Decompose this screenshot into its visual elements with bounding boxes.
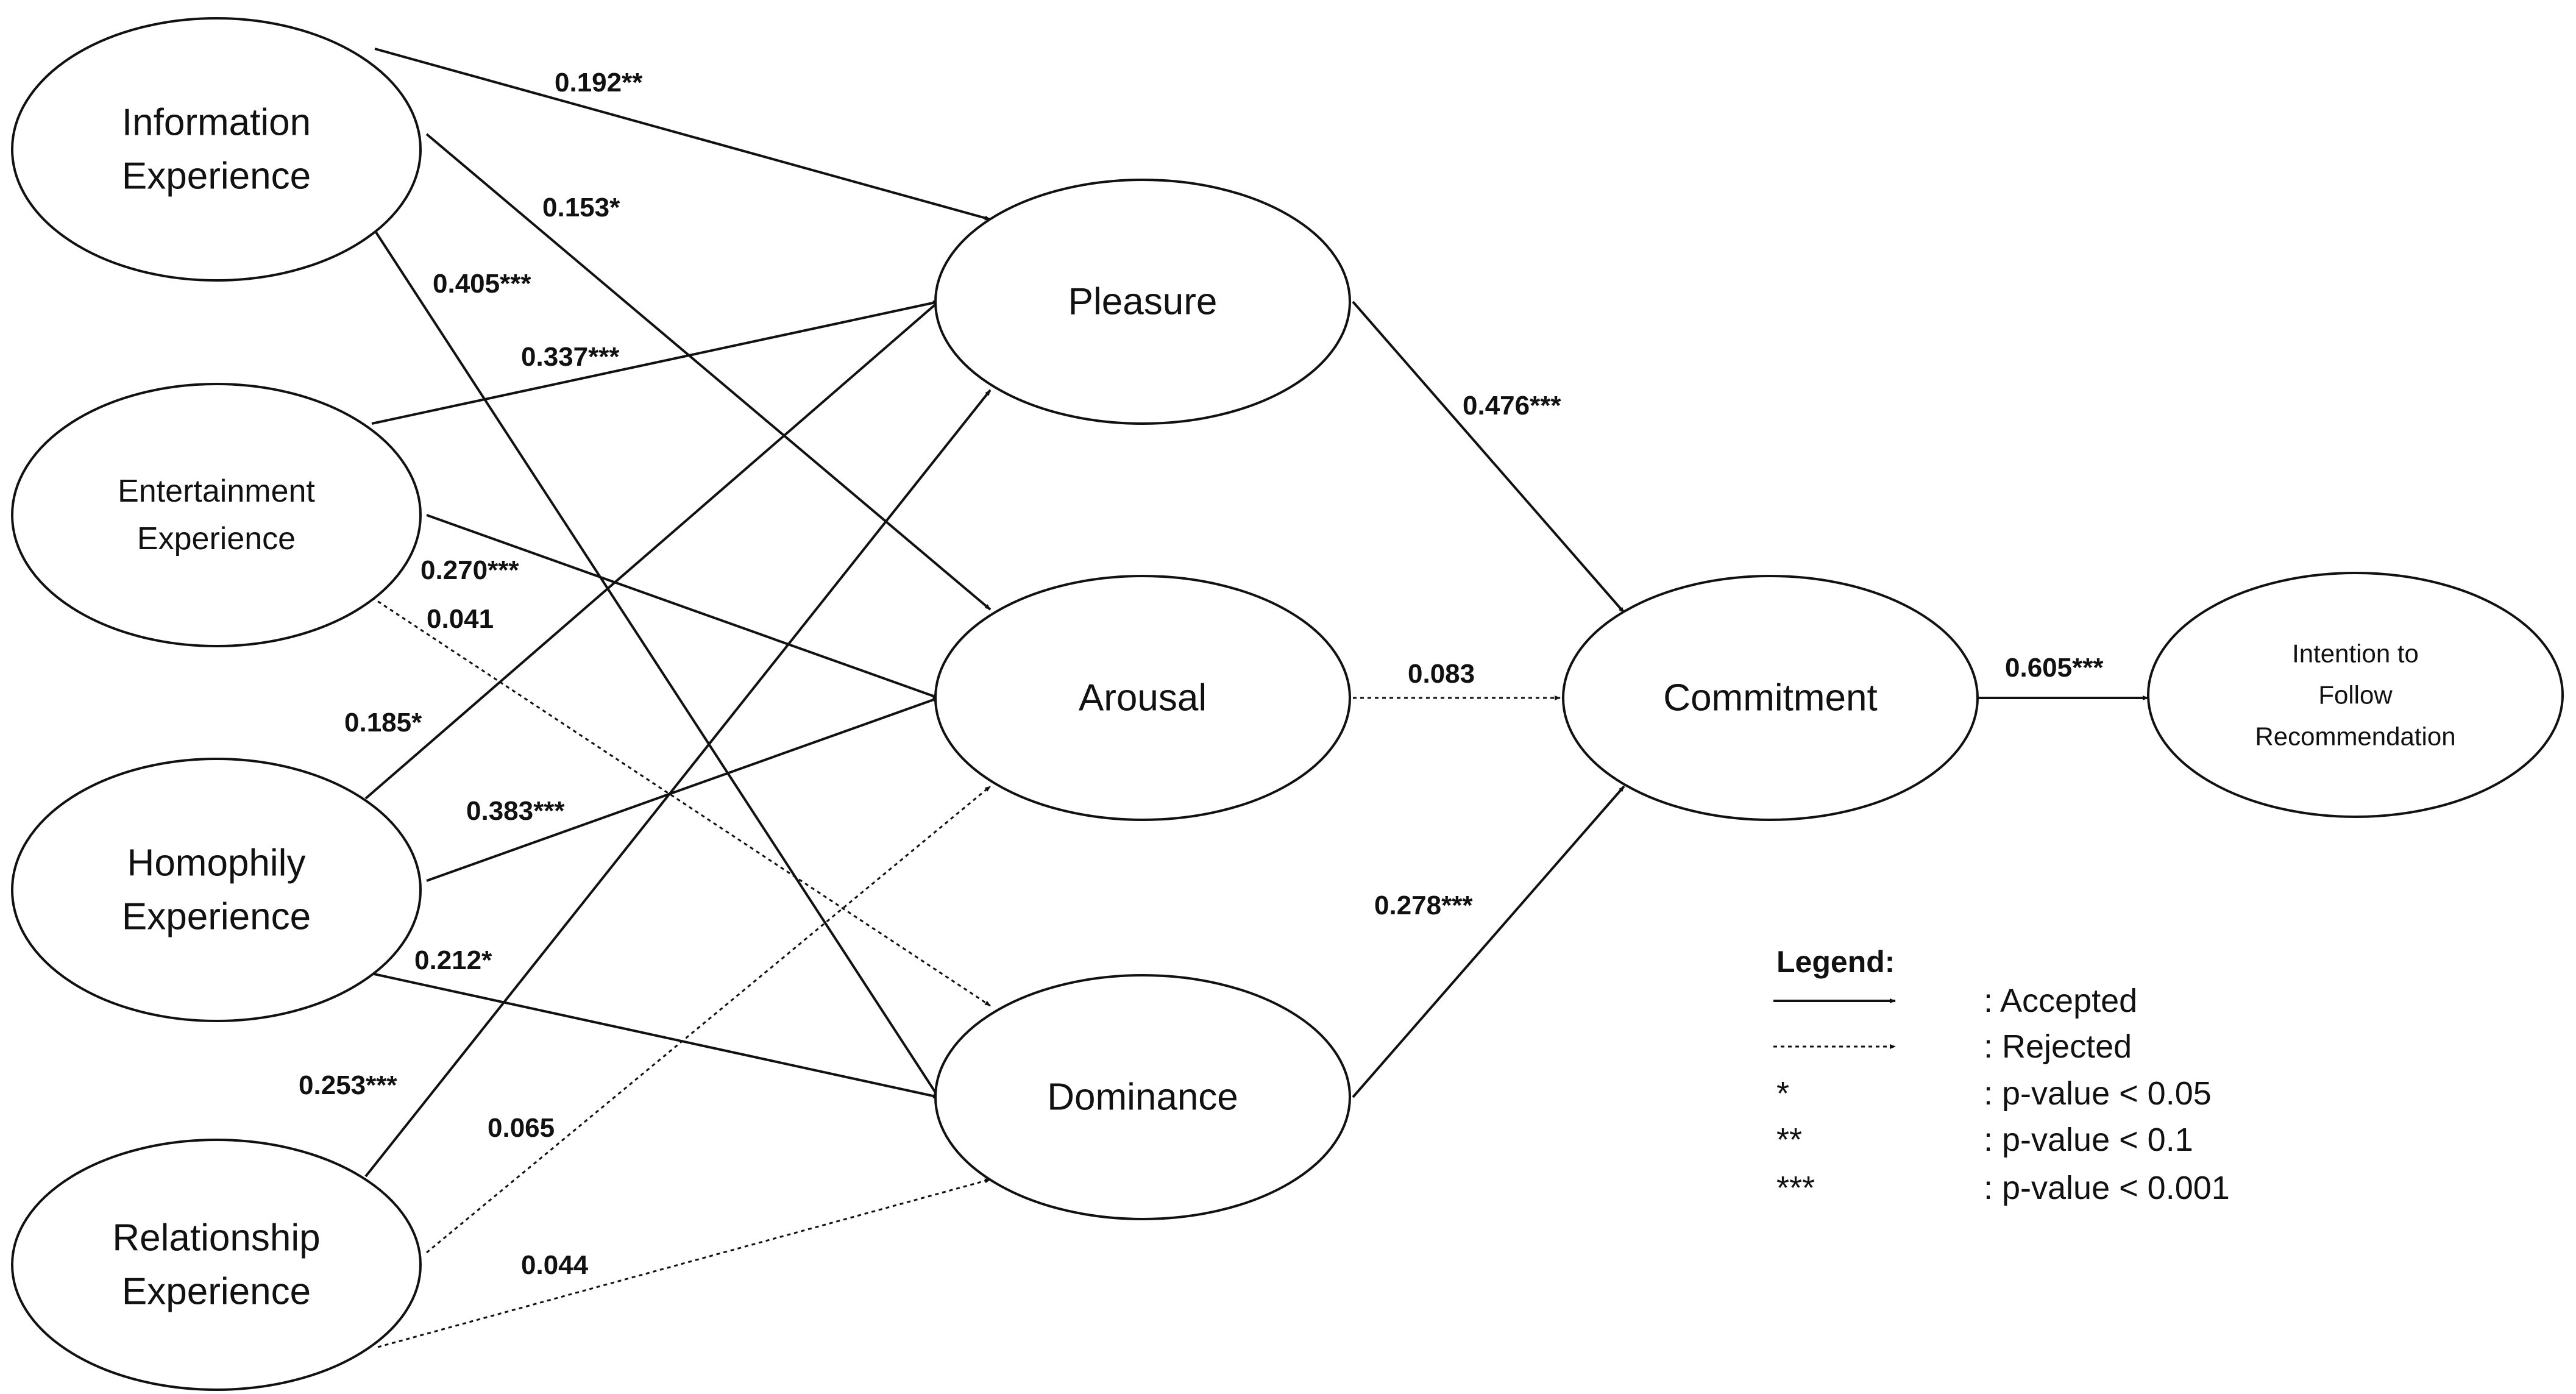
path-arrow-dominance-to-commitment bbox=[1352, 785, 1625, 1098]
coefficient-homo-to-dominance: 0.212* bbox=[414, 945, 492, 975]
path-arrow-ent-to-arousal bbox=[426, 514, 939, 699]
path-arrow-rel-to-pleasure bbox=[364, 389, 992, 1178]
node-dominance-label: Dominance bbox=[1047, 1076, 1238, 1118]
path-arrow-rel-to-arousal bbox=[426, 785, 991, 1254]
coefficient-dominance-to-commitment: 0.278*** bbox=[1374, 891, 1473, 920]
node-homo-label: Experience bbox=[122, 896, 311, 938]
legend-item-text: : p-value < 0.1 bbox=[1984, 1122, 2193, 1158]
node-intention-label: Recommendation bbox=[2255, 722, 2455, 751]
path-arrow-homo-to-dominance bbox=[365, 971, 939, 1098]
coefficient-arousal-to-commitment: 0.083 bbox=[1408, 659, 1475, 689]
node-homo-ellipse bbox=[11, 758, 422, 1022]
coefficient-info-to-arousal: 0.153* bbox=[542, 193, 620, 222]
node-info-label: Experience bbox=[122, 155, 311, 197]
legend-symbol: ** bbox=[1776, 1122, 1802, 1158]
path-arrow-ent-to-pleasure bbox=[371, 300, 939, 425]
node-ent-label: Entertainment bbox=[118, 474, 315, 509]
path-arrow-ent-to-dominance bbox=[371, 596, 991, 1007]
node-pleasure-ellipse bbox=[934, 179, 1351, 425]
coefficient-ent-to-arousal: 0.270*** bbox=[420, 555, 519, 585]
path-arrow-pleasure-to-commitment bbox=[1352, 300, 1625, 614]
construct-nodes: InformationExperienceEntertainmentExperi… bbox=[11, 17, 2564, 1391]
coefficient-pleasure-to-commitment: 0.476*** bbox=[1463, 391, 1561, 421]
node-dominance: Dominance bbox=[934, 974, 1351, 1220]
coefficient-info-to-dominance: 0.405*** bbox=[433, 269, 531, 299]
node-rel-ellipse bbox=[11, 1139, 422, 1391]
path-coefficients: 0.192** 0.153* 0.405*** 0.337*** 0.270*** 0.0… bbox=[299, 68, 2104, 1280]
coefficient-rel-to-pleasure: 0.253*** bbox=[299, 1070, 397, 1100]
path-arrow-info-to-pleasure bbox=[374, 48, 991, 221]
node-intention-label: Follow bbox=[2318, 681, 2393, 709]
node-commitment-label: Commitment bbox=[1663, 677, 1877, 719]
legend-item-text: : p-value < 0.001 bbox=[1984, 1170, 2230, 1206]
node-commitment: Commitment bbox=[1562, 575, 1979, 821]
coefficient-ent-to-dominance: 0.041 bbox=[427, 604, 494, 634]
node-commitment-ellipse bbox=[1562, 575, 1979, 821]
node-arousal-label: Arousal bbox=[1079, 677, 1207, 719]
node-arousal: Arousal bbox=[934, 575, 1351, 821]
legend-title: Legend: bbox=[1776, 945, 1895, 979]
node-ent-ellipse bbox=[11, 383, 422, 647]
legend: Legend:: Accepted: Rejected*: p-value < … bbox=[1773, 945, 2230, 1206]
path-arrow-homo-to-pleasure bbox=[364, 300, 940, 800]
path-arrow-info-to-arousal bbox=[425, 133, 992, 611]
path-arrow-homo-to-arousal bbox=[426, 697, 939, 882]
path-arrow-info-to-dominance bbox=[364, 215, 940, 1098]
path-arrows bbox=[364, 48, 2149, 1348]
coefficient-homo-to-pleasure: 0.185* bbox=[344, 708, 422, 738]
node-info-label: Information bbox=[122, 102, 311, 144]
coefficient-homo-to-arousal: 0.383*** bbox=[466, 796, 565, 826]
node-pleasure-label: Pleasure bbox=[1068, 281, 1218, 323]
legend-symbol: * bbox=[1776, 1075, 1789, 1112]
coefficient-commitment-to-intention: 0.605*** bbox=[2005, 653, 2104, 683]
node-dominance-ellipse bbox=[934, 974, 1351, 1220]
node-pleasure: Pleasure bbox=[934, 179, 1351, 425]
legend-item-text: : Rejected bbox=[1984, 1028, 2132, 1065]
legend-item-text: : p-value < 0.05 bbox=[1984, 1075, 2212, 1112]
coefficient-rel-to-arousal: 0.065 bbox=[488, 1113, 555, 1143]
legend-item-text: : Accepted bbox=[1984, 983, 2137, 1019]
node-rel-label: Experience bbox=[122, 1271, 311, 1313]
node-ent-label: Experience bbox=[137, 521, 296, 557]
coefficient-info-to-pleasure: 0.192** bbox=[555, 68, 643, 98]
node-arousal-ellipse bbox=[934, 575, 1351, 821]
path-arrow-rel-to-dominance bbox=[377, 1178, 991, 1348]
node-homo-label: Homophily bbox=[127, 842, 306, 884]
node-info-ellipse bbox=[11, 17, 422, 282]
node-intention-label: Intention to bbox=[2292, 639, 2419, 668]
legend-symbol: *** bbox=[1776, 1170, 1815, 1206]
node-rel-label: Relationship bbox=[112, 1217, 320, 1259]
node-intention-ellipse bbox=[2147, 572, 2564, 818]
coefficient-rel-to-dominance: 0.044 bbox=[521, 1250, 589, 1280]
coefficient-ent-to-pleasure: 0.337*** bbox=[521, 342, 620, 372]
